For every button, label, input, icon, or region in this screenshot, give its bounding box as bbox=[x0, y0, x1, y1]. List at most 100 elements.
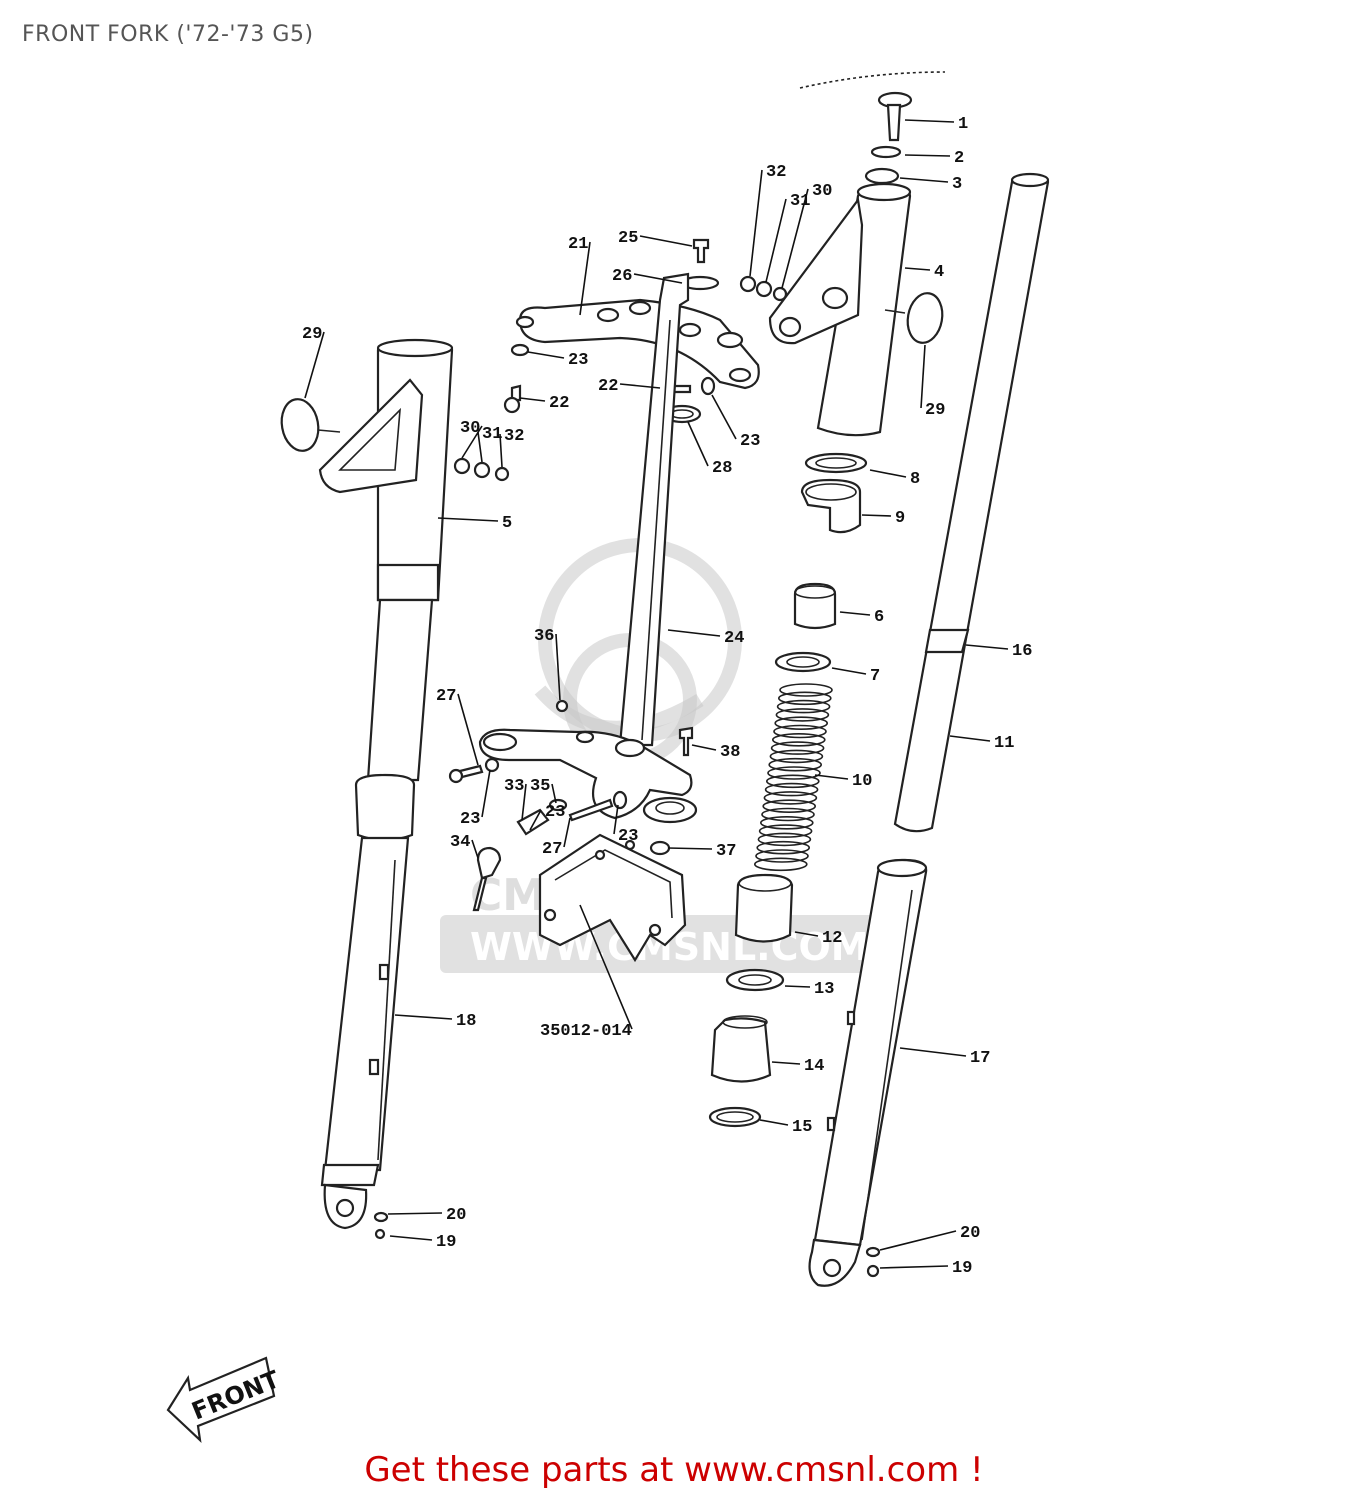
callout-leader-line bbox=[437, 517, 499, 522]
spring-coil bbox=[779, 683, 833, 697]
callout-leader-line bbox=[794, 931, 819, 937]
lower-bracket bbox=[448, 699, 698, 912]
callout-number: 38 bbox=[720, 743, 740, 762]
callout-number: 7 bbox=[870, 667, 880, 686]
callout-leader-line bbox=[949, 735, 991, 742]
spring-assembly bbox=[753, 582, 837, 872]
callout-leader-line bbox=[555, 633, 561, 701]
callout-leader-line bbox=[667, 847, 713, 850]
callout-number: 37 bbox=[716, 842, 736, 861]
callout-leader-line bbox=[899, 1047, 967, 1057]
callout-labels: 1234567891011121314151617181919202021222… bbox=[302, 115, 1032, 1278]
callout-leader-line bbox=[687, 421, 709, 467]
callout-leader-line bbox=[899, 177, 949, 183]
callout-number: 20 bbox=[960, 1224, 980, 1243]
callout-leader-line bbox=[613, 804, 619, 835]
callout-number: 30 bbox=[812, 182, 832, 201]
callout-leader-line bbox=[519, 397, 546, 402]
spring-coil bbox=[765, 774, 820, 789]
callout-leader-line bbox=[563, 817, 571, 848]
spring-coil bbox=[757, 832, 812, 847]
callout-number: 29 bbox=[925, 401, 945, 420]
callout-leader-line bbox=[579, 904, 633, 1030]
callout-number: 27 bbox=[542, 840, 562, 859]
callout-number: 5 bbox=[502, 514, 512, 533]
callout-leader-line bbox=[920, 344, 926, 409]
callout-leader-line bbox=[879, 1230, 957, 1251]
callout-leader-line bbox=[304, 331, 325, 399]
callout-number: 10 bbox=[852, 772, 872, 791]
callout-number: 23 bbox=[740, 432, 760, 451]
callout-leader-line bbox=[784, 985, 811, 988]
callout-number: 23 bbox=[460, 810, 480, 829]
callout-number: 17 bbox=[970, 1049, 990, 1068]
callout-number: 9 bbox=[895, 509, 905, 528]
callout-number: 31 bbox=[790, 192, 810, 211]
callout-number: 34 bbox=[450, 833, 470, 852]
callout-leader-line bbox=[457, 693, 479, 766]
callout-number: 22 bbox=[598, 377, 618, 396]
right-outer-tube bbox=[808, 858, 928, 1287]
spring-coil bbox=[768, 757, 823, 772]
spring-coil bbox=[777, 691, 832, 706]
footer-link-text[interactable]: Get these parts at www.cmsnl.com ! bbox=[364, 1450, 984, 1490]
page-title: FRONT FORK ('72-'73 G5) bbox=[22, 22, 314, 47]
callout-number: 15 bbox=[792, 1118, 812, 1137]
callout-number: 30 bbox=[460, 419, 480, 438]
spring-coil bbox=[775, 708, 830, 722]
callout-number: 19 bbox=[952, 1259, 972, 1278]
callout-number: 28 bbox=[712, 459, 732, 478]
callout-leader-line bbox=[579, 241, 591, 316]
spring-coil bbox=[755, 849, 809, 863]
callout-number: 6 bbox=[874, 608, 884, 627]
callout-leader-line bbox=[904, 267, 931, 271]
callout-leader-line bbox=[904, 119, 955, 123]
callout-leader-line bbox=[633, 273, 683, 284]
spring-coil bbox=[756, 840, 811, 855]
callout-number: 20 bbox=[446, 1206, 466, 1225]
callout-leader-line bbox=[394, 1014, 453, 1020]
callout-number: 21 bbox=[568, 235, 588, 254]
spring-coil bbox=[770, 741, 825, 755]
callout-number: 24 bbox=[724, 629, 744, 648]
callout-leader-line bbox=[749, 169, 763, 277]
callout-leader-line bbox=[759, 1119, 789, 1126]
callout-leader-line bbox=[965, 644, 1009, 650]
callout-number: 31 bbox=[482, 425, 502, 444]
callout-number: 2 bbox=[954, 149, 964, 168]
drain-screws bbox=[373, 1211, 881, 1278]
callout-number: 32 bbox=[766, 163, 786, 182]
headlight-bottom-bracket bbox=[538, 833, 687, 963]
callout-number: 23 bbox=[568, 351, 588, 370]
callout-leader-line bbox=[529, 809, 542, 831]
spring-coil bbox=[763, 791, 818, 805]
callout-leader-line bbox=[831, 667, 867, 675]
callout-leader-line bbox=[839, 611, 871, 616]
spring-coil bbox=[774, 716, 829, 731]
callout-leader-line bbox=[861, 514, 892, 517]
spring-coil bbox=[759, 815, 814, 830]
spring-coil bbox=[753, 857, 808, 872]
callout-leader-line bbox=[691, 744, 717, 751]
callout-leader-line bbox=[667, 629, 721, 637]
right-upper-cover bbox=[739, 91, 944, 437]
callout-number: 23 bbox=[545, 803, 565, 822]
spring-coil bbox=[769, 749, 824, 764]
spring-coil bbox=[771, 732, 826, 747]
callout-number: 12 bbox=[822, 929, 842, 948]
callout-leader-line bbox=[521, 783, 527, 821]
callout-leader-line bbox=[814, 774, 849, 780]
callout-number: 11 bbox=[994, 734, 1014, 753]
callout-number: 1 bbox=[958, 115, 968, 134]
spring-coil bbox=[776, 699, 831, 714]
spring-coil bbox=[762, 799, 817, 814]
callout-number: 25 bbox=[618, 229, 638, 248]
callout-number: 35012-014 bbox=[540, 1022, 632, 1041]
callout-leader-line bbox=[387, 1212, 443, 1215]
right-inner-tube bbox=[893, 172, 1050, 833]
callout-leader-line bbox=[499, 433, 503, 468]
front-direction-arrow: FRONT bbox=[166, 1356, 284, 1443]
callout-leader-line bbox=[527, 351, 565, 359]
callout-number: 27 bbox=[436, 687, 456, 706]
